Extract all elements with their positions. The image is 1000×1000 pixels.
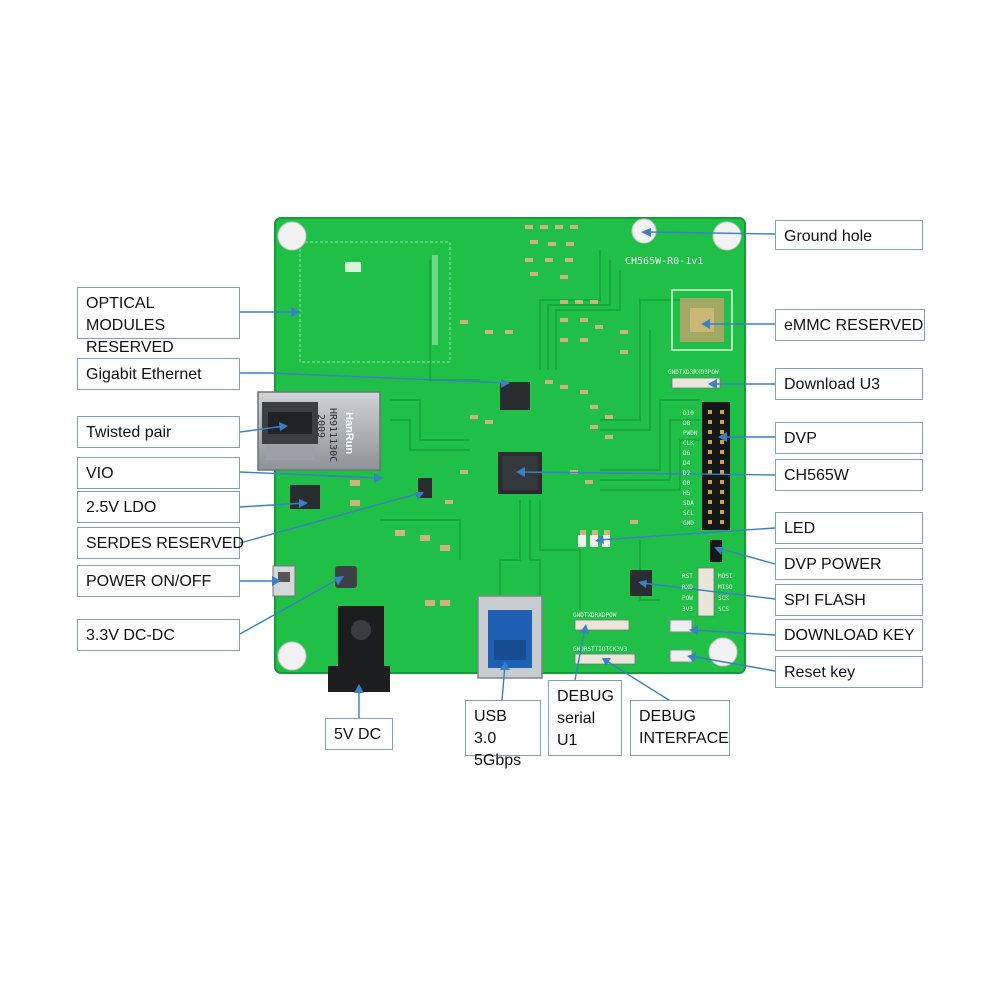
- dvp-pin-label: D4: [683, 460, 691, 467]
- dvp-header: [702, 402, 730, 530]
- spi-pin-label: 3V3: [682, 606, 693, 613]
- label-download-key: DOWNLOAD KEY: [775, 619, 923, 651]
- dvp-pin: [720, 490, 724, 494]
- label-reset-key: Reset key: [775, 656, 923, 688]
- dvp-pin: [708, 520, 712, 524]
- label-ch565w: CH565W: [775, 459, 923, 491]
- download-key: [669, 619, 693, 633]
- label-spi-flash: SPI FLASH: [775, 584, 923, 616]
- debug-serial-header: [574, 619, 630, 631]
- emmc-footprint: [671, 289, 733, 351]
- dvp-pin: [708, 510, 712, 514]
- dvp-power-jumper: [710, 540, 722, 562]
- dvp-pin-label: SDA: [683, 500, 694, 507]
- j6-pins: GNDTXD3RXD3POW: [668, 369, 719, 376]
- usb3-port: [477, 595, 543, 679]
- dvp-pin-label: CLK: [683, 440, 694, 447]
- dvp-pin: [720, 410, 724, 414]
- dvp-pin-label: PWDN: [683, 430, 698, 437]
- download-u3-header: [671, 377, 721, 389]
- label-debug-serial: DEBUG serial U1: [548, 680, 622, 756]
- spi-pin-label: POW: [682, 595, 693, 602]
- dvp-pin: [720, 510, 724, 514]
- label-twisted-pair: Twisted pair: [77, 416, 240, 448]
- dvp-pin: [720, 480, 724, 484]
- label-dcdc: 3.3V DC-DC: [77, 619, 240, 651]
- dvp-pin: [720, 470, 724, 474]
- optical-module-area: [299, 241, 451, 363]
- jack-year: 2009: [315, 414, 326, 438]
- label-power-onoff: POWER ON/OFF: [77, 565, 240, 597]
- dvp-header-pins: [708, 410, 724, 524]
- ethernet-phy-chip: [500, 382, 530, 410]
- spi-pin-label: MISO: [718, 584, 733, 591]
- spi-pin-label: MOSI: [718, 573, 733, 580]
- ch565w-chip: [498, 452, 542, 494]
- label-emmc: eMMC RESERVED: [775, 309, 925, 341]
- dvp-pin: [720, 450, 724, 454]
- dvp-pin: [720, 500, 724, 504]
- spi-pin-label: SCK: [718, 595, 729, 602]
- label-dvp-power: DVP POWER: [775, 548, 923, 580]
- jack-brand: HanRun: [343, 412, 355, 454]
- dvp-pin: [720, 440, 724, 444]
- led-array: [578, 535, 610, 547]
- label-gigabit-ethernet: Gigabit Ethernet: [77, 358, 240, 390]
- dvp-pin-label: HS: [683, 490, 691, 497]
- label-debug-interface: DEBUG INTERFACE: [630, 700, 730, 756]
- debug-serial-pins: GNDTXDRXDPOW: [573, 612, 617, 619]
- label-download-u3: Download U3: [775, 368, 923, 400]
- spi-pin-label: SCS: [718, 606, 729, 613]
- jack-model: HR911130C: [327, 408, 338, 462]
- label-usb3: USB 3.0 5Gbps: [465, 700, 541, 769]
- dvp-pin-label: GND: [683, 520, 694, 527]
- spi-pin-label: RST: [682, 573, 693, 580]
- dvp-pin-label: D6: [683, 450, 691, 457]
- dvp-pin-label: D2: [683, 470, 691, 477]
- dvp-pin: [708, 420, 712, 424]
- callout-lines: [239, 231, 776, 718]
- callout-arrowheads: [272, 228, 727, 693]
- dvp-pin: [708, 490, 712, 494]
- dvp-pin: [720, 430, 724, 434]
- label-ground-hole: Ground hole: [775, 220, 923, 250]
- dvp-pin: [708, 460, 712, 464]
- label-5v-dc: 5V DC: [325, 718, 393, 750]
- dvp-pin: [708, 500, 712, 504]
- dvp-pin: [708, 450, 712, 454]
- rj45-jack: [257, 391, 381, 471]
- dvp-pin: [708, 440, 712, 444]
- label-vio: VIO: [77, 457, 240, 489]
- label-serdes: SERDES RESERVED: [77, 527, 244, 559]
- label-dvp: DVP: [775, 422, 923, 454]
- label-led: LED: [775, 512, 923, 544]
- dvp-pin-label: SCL: [683, 510, 694, 517]
- dvp-pin-label: D8: [683, 420, 691, 427]
- dvp-pin: [708, 410, 712, 414]
- dvp-pin: [708, 430, 712, 434]
- dc-barrel-jack: [328, 606, 390, 692]
- dvp-pin: [708, 480, 712, 484]
- dvp-pin-label: D10: [683, 410, 694, 417]
- dvp-pin: [720, 460, 724, 464]
- ldo-chip: [290, 485, 320, 509]
- dvp-pin: [720, 420, 724, 424]
- dvp-pin: [720, 520, 724, 524]
- board-name: CH565W-R0-1v1: [625, 256, 703, 267]
- dcdc-inductor: [335, 566, 357, 588]
- dvp-pin-label: D0: [683, 480, 691, 487]
- label-ldo: 2.5V LDO: [77, 491, 240, 523]
- spi-pin-label: RXD: [682, 584, 693, 591]
- debug-interface-pins: GNDRSTTIOTCK3V3: [573, 646, 628, 653]
- label-optical-modules: OPTICAL MODULES RESERVED: [77, 287, 240, 356]
- dvp-pin: [708, 470, 712, 474]
